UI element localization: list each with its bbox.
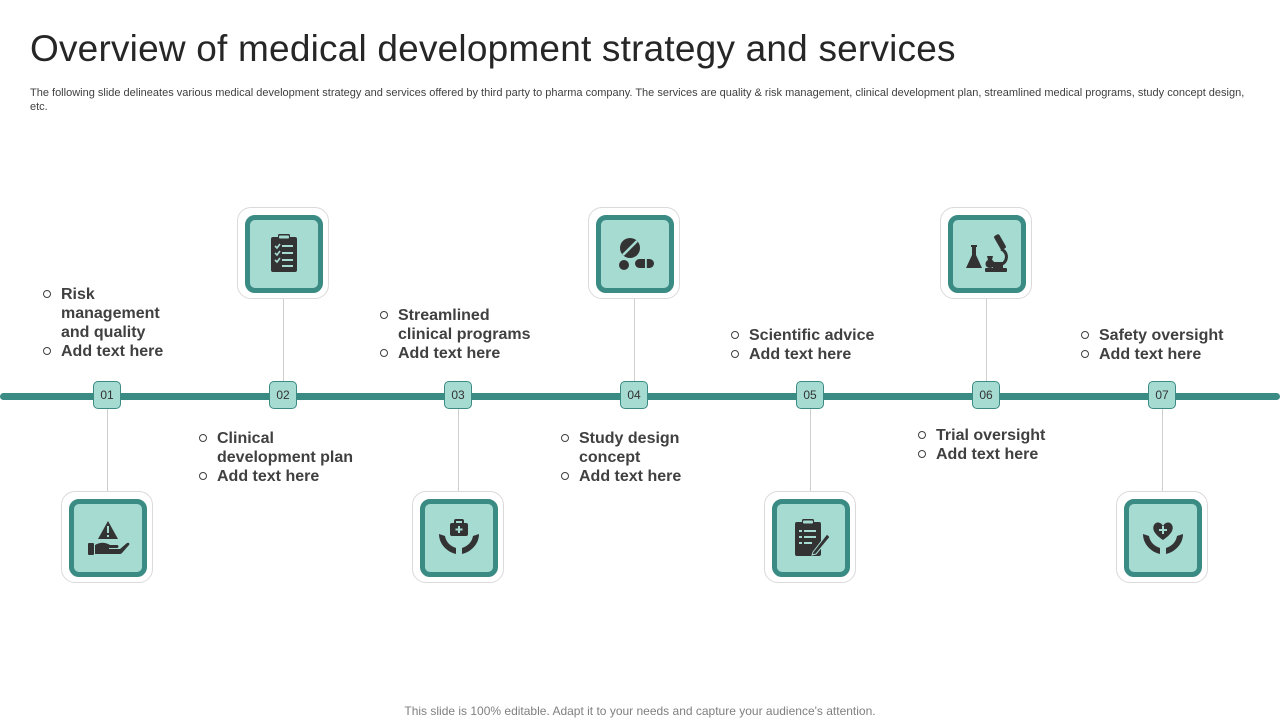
bullet-icon [731,350,739,358]
bullet-icon [1081,331,1089,339]
step-label: Clinical development plan Add text here [199,429,369,486]
connector-line [107,409,108,493]
step-label: Study design concept Add text here [561,429,706,486]
step-icon-card [1116,491,1208,583]
step-title: Study design concept [579,430,680,466]
step-number-badge: 06 [972,381,1000,409]
step-number-badge: 03 [444,381,472,409]
slide-title: Overview of medical development strategy… [30,28,956,69]
step-label: Trial oversight Add text here [918,426,1078,464]
bullet-icon [561,472,569,480]
hands-medical-kit-icon [420,499,498,577]
step-icon-card [237,207,329,299]
step-label: Scientific advice Add text here [731,326,901,364]
connector-line [634,298,635,382]
hand-warning-icon [69,499,147,577]
step-title: Scientific advice [749,327,875,344]
bullet-icon [43,290,51,298]
bullet-icon [731,331,739,339]
connector-line [283,298,284,382]
bullet-icon [199,434,207,442]
step-title: Clinical development plan [217,430,354,466]
step-label: Risk management and quality Add text her… [43,285,183,361]
step-number-badge: 04 [620,381,648,409]
step-icon-card [588,207,680,299]
step-detail: Add text here [1099,346,1202,363]
step-title: Risk management and quality [61,286,160,341]
bullet-icon [43,347,51,355]
step-detail: Add text here [61,343,164,360]
step-number-badge: 07 [1148,381,1176,409]
clipboard-checklist-icon [245,215,323,293]
pills-icon [596,215,674,293]
step-icon-card [940,207,1032,299]
step-detail: Add text here [749,346,852,363]
step-number-badge: 01 [93,381,121,409]
step-number-badge: 02 [269,381,297,409]
step-icon-card [412,491,504,583]
step-title: Trial oversight [936,427,1046,444]
step-detail: Add text here [398,345,501,362]
slide-subtitle: The following slide delineates various m… [30,87,1245,113]
step-icon-card [61,491,153,583]
bullet-icon [380,311,388,319]
hands-heart-icon [1124,499,1202,577]
bullet-icon [1081,350,1089,358]
step-icon-card [764,491,856,583]
connector-line [810,409,811,493]
step-detail: Add text here [579,468,682,485]
connector-line [1162,409,1163,493]
bullet-icon [918,450,926,458]
bullet-icon [380,349,388,357]
step-label: Streamlined clinical programs Add text h… [380,306,545,363]
bullet-icon [561,434,569,442]
step-label: Safety oversight Add text here [1081,326,1251,364]
connector-line [458,409,459,493]
step-detail: Add text here [936,446,1039,463]
clipboard-pen-icon [772,499,850,577]
bullet-icon [918,431,926,439]
connector-line [986,298,987,382]
slide-footer: This slide is 100% editable. Adapt it to… [404,704,876,718]
step-title: Safety oversight [1099,327,1224,344]
lab-microscope-icon [948,215,1026,293]
bullet-icon [199,472,207,480]
step-number-badge: 05 [796,381,824,409]
step-detail: Add text here [217,468,320,485]
step-title: Streamlined clinical programs [398,307,531,343]
